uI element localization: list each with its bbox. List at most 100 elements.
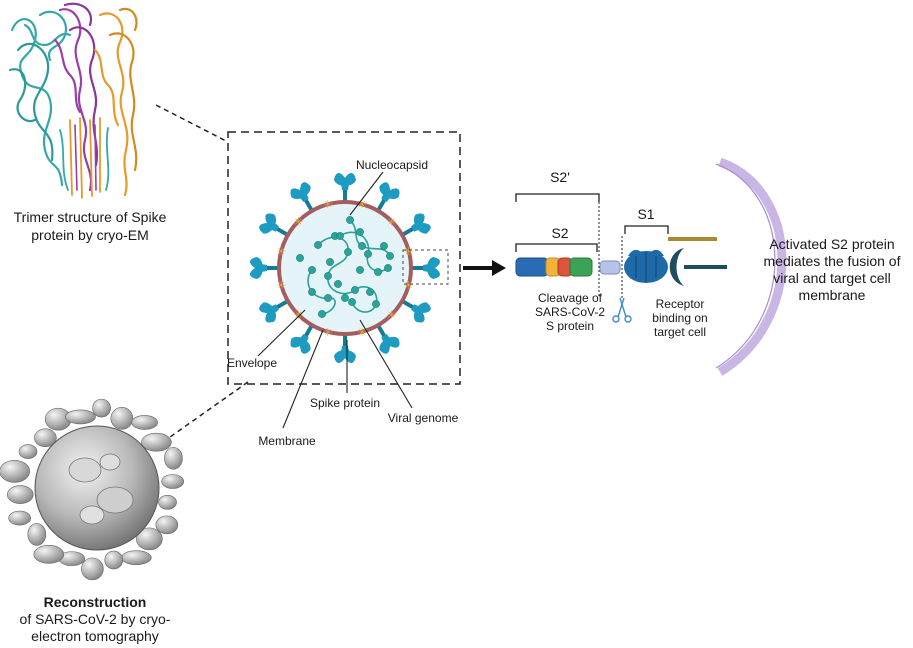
spike-protein xyxy=(259,213,289,237)
trimer-connector-line xyxy=(155,104,229,143)
s2-prime-bracket xyxy=(515,193,600,202)
spike-trimer-structure-image xyxy=(8,2,138,199)
nucleocapsid-label: Nucleocapsid xyxy=(355,158,429,172)
target-cell-membrane xyxy=(717,157,787,376)
spike-protein xyxy=(250,257,279,279)
reconstructed-spike xyxy=(65,409,96,425)
nucleocapsid-bead xyxy=(358,242,366,250)
reconstructed-spike xyxy=(141,432,172,452)
nucleocapsid-bead xyxy=(326,258,334,266)
spike-protein xyxy=(259,299,289,323)
receptor-binding-label: Receptor binding on target cell xyxy=(652,297,708,339)
reconstructed-virion-sphere xyxy=(34,425,160,551)
s2-bracket xyxy=(515,243,598,252)
reconstructed-spike xyxy=(18,444,38,459)
spike-protein xyxy=(376,182,400,212)
cleavage-label: Cleavage of SARS-CoV-2 S protein xyxy=(534,291,606,333)
reconstructed-spike xyxy=(131,415,158,430)
transition-arrowhead xyxy=(492,260,506,276)
spike-protein xyxy=(401,299,431,323)
viral-genome-label: Viral genome xyxy=(387,411,459,425)
envelope-label: Envelope xyxy=(226,356,278,370)
envelope-protein: ✳ xyxy=(294,215,303,228)
spike-protein xyxy=(411,257,440,279)
reconstructed-spike xyxy=(104,550,124,570)
activated-s2-label: Activated S2 protein mediates the fusion… xyxy=(763,236,901,303)
target-cell-membrane-edge xyxy=(715,163,776,369)
envelope-protein: ✳ xyxy=(294,309,303,322)
s2-prime-label: S2' xyxy=(550,169,570,185)
spike-protein xyxy=(334,334,356,363)
s1-subunit xyxy=(624,249,668,283)
nucleocapsid-bead xyxy=(341,294,349,302)
nucleocapsid-bead xyxy=(380,242,388,250)
nucleocapsid-beads xyxy=(296,216,394,318)
envelope-protein: ✳ xyxy=(323,326,332,339)
nucleocapsid-bead xyxy=(386,252,394,260)
nucleocapsid-bead xyxy=(324,272,332,280)
s1-bracket xyxy=(624,225,669,234)
nucleocapsid-bead xyxy=(334,280,342,288)
envelope-protein: ✳ xyxy=(387,309,396,322)
segment-lavender xyxy=(599,260,621,275)
nucleocapsid-bead xyxy=(308,288,316,296)
s-protein-domains xyxy=(515,193,727,323)
reconstructed-spike xyxy=(164,446,183,470)
envelope-protein: ✳ xyxy=(404,279,413,292)
nucleocapsid-bead xyxy=(308,266,316,274)
segment-green xyxy=(569,257,593,277)
spike-protein xyxy=(290,324,314,354)
spike-protein xyxy=(376,324,400,354)
nucleocapsid-bead xyxy=(364,250,372,258)
s1-label: S1 xyxy=(637,206,655,222)
reconstructed-spike xyxy=(81,557,104,581)
nucleocapsid-bead xyxy=(366,288,374,296)
virion-leader-lines xyxy=(257,171,413,429)
spike-protein-label: Spike protein xyxy=(309,396,381,410)
tomography-connector-line xyxy=(162,381,249,443)
envelope-protein: ✳ xyxy=(387,215,396,228)
trimer-caption-line2: protein by cryo-EM xyxy=(31,227,148,243)
host-receptor xyxy=(669,248,684,286)
nucleocapsid-bead xyxy=(344,248,352,256)
reconstruction-title: Reconstruction xyxy=(43,594,147,610)
reconstruction-caption: of SARS-CoV-2 by cryo-electron tomograph… xyxy=(19,611,171,644)
spike-proteins xyxy=(250,173,440,363)
envelope-protein: ✳ xyxy=(277,245,286,258)
trimer-caption-line1: Trimer structure of Spike xyxy=(14,209,167,225)
reconstructed-spike xyxy=(27,523,47,546)
nucleocapsid-bead xyxy=(348,298,356,306)
nucleocapsid-bead xyxy=(372,300,380,308)
envelope-proteins: ✳ ✳ ✳ ✳ ✳ ✳ ✳ ✳ ✳ ✳ ✳ ✳ xyxy=(277,198,414,339)
nucleocapsid-bead xyxy=(336,232,344,240)
reconstructed-spike xyxy=(136,527,163,551)
reconstructed-spike xyxy=(155,515,179,535)
nucleocapsid-bead xyxy=(384,264,392,272)
reconstructed-spike xyxy=(8,510,31,526)
nucleocapsid-bead xyxy=(314,241,322,249)
reconstructed-spike xyxy=(161,474,185,489)
envelope-protein: ✳ xyxy=(357,326,366,339)
scissors-icon xyxy=(612,297,632,323)
virion-diagram: ✳ ✳ ✳ ✳ ✳ ✳ ✳ ✳ ✳ ✳ ✳ ✳ xyxy=(250,173,449,363)
reconstructed-spike xyxy=(121,550,152,565)
s2-label: S2 xyxy=(551,225,569,241)
spike-protein xyxy=(401,213,431,237)
nucleocapsid-bead xyxy=(346,216,354,224)
reconstructed-spike xyxy=(34,428,57,448)
reconstructed-spike xyxy=(92,398,111,418)
nucleocapsid-bead xyxy=(296,254,304,262)
envelope-protein: ✳ xyxy=(323,198,332,211)
envelope-protein: ✳ xyxy=(357,198,366,211)
membrane-label: Membrane xyxy=(258,434,316,448)
segment-blue xyxy=(515,257,549,277)
envelope-protein: ✳ xyxy=(277,279,286,292)
nucleocapsid-bead xyxy=(356,266,364,274)
nucleocapsid-bead xyxy=(351,286,359,294)
reconstructed-spike xyxy=(6,485,34,504)
virion-zoom-box xyxy=(227,131,461,385)
envelope-protein: ✳ xyxy=(404,245,413,258)
spike-protein xyxy=(334,173,356,202)
reconstructed-spike xyxy=(0,460,30,483)
